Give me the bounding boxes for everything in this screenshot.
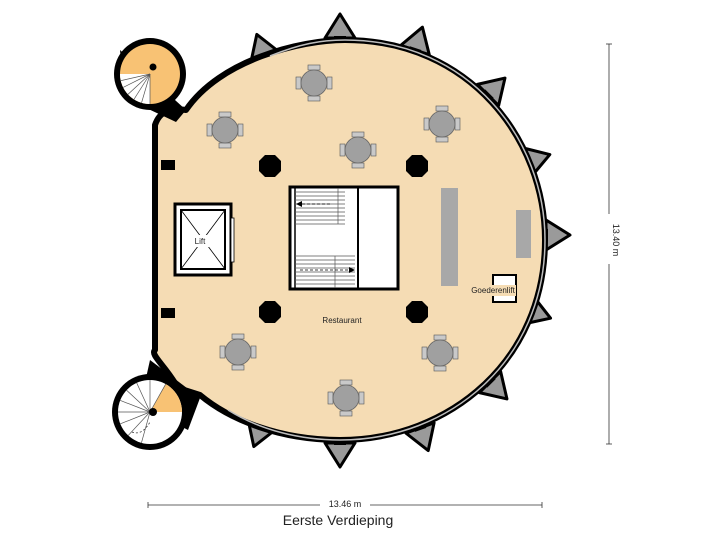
restaurant-label: Restaurant [322, 316, 362, 325]
goods-lift-label: Goederenlift [471, 286, 515, 295]
central-stairwell [288, 185, 400, 291]
height-dimension: 13.40 m [602, 43, 621, 445]
floor-title: Eerste Verdieping [282, 512, 394, 528]
lift: Lift [173, 202, 235, 277]
width-dimension-label: 13.46 m [329, 499, 362, 509]
height-dimension-label: 13.40 m [611, 224, 621, 257]
columns [161, 155, 428, 323]
counters [441, 188, 531, 286]
width-dimension: 13.46 m [147, 496, 543, 510]
stair-tower-top [114, 38, 186, 122]
goods-lift: Goederenlift [471, 274, 517, 303]
stair-tower-bottom [112, 360, 200, 450]
lift-label: Lift [195, 237, 206, 246]
